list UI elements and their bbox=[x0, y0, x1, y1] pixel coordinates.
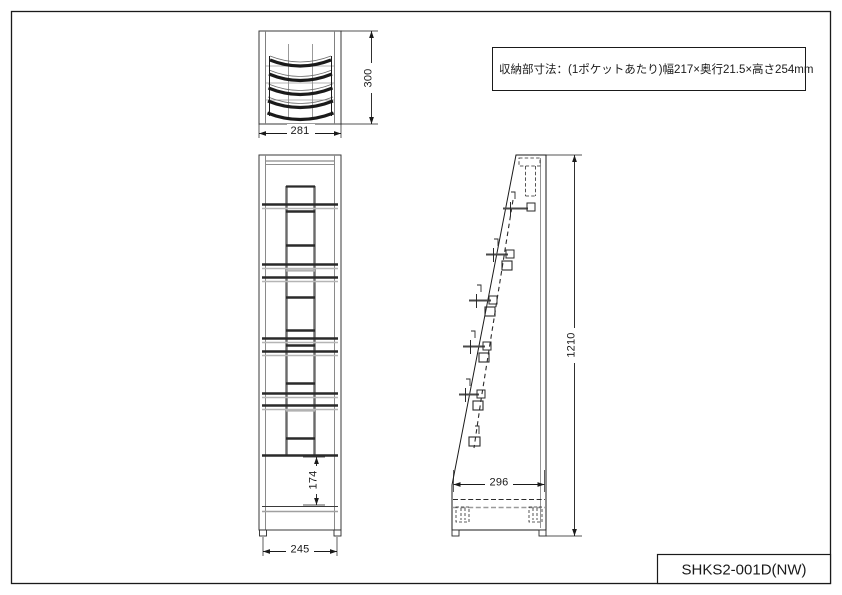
bracket-block-b bbox=[472, 400, 484, 411]
dimension-label-front-width: 245 bbox=[291, 544, 310, 556]
front-view-foot-left bbox=[259, 529, 267, 537]
dim-text-mask bbox=[287, 124, 315, 137]
side-elevation-view: 296 1210 bbox=[451, 154, 582, 537]
dimension-top-width: 281 bbox=[258, 124, 342, 138]
front-elevation-view: 174 245 bbox=[258, 154, 342, 556]
dimension-label-top-width: 281 bbox=[291, 125, 310, 137]
side-view-bracket-5 bbox=[459, 378, 486, 411]
dimension-label-side-depth: 296 bbox=[490, 477, 509, 489]
bracket-hook bbox=[477, 284, 482, 292]
dimension-label-top-depth: 300 bbox=[363, 69, 375, 88]
side-view-foot-hidden-left bbox=[455, 506, 470, 523]
bracket-hook bbox=[475, 425, 480, 434]
top-view-pocket-arc-1 bbox=[269, 58, 332, 68]
dim-text-mask bbox=[485, 475, 513, 489]
bracket-hook bbox=[471, 330, 476, 338]
dimension-front-width: 245 bbox=[262, 537, 338, 556]
bracket-block-a bbox=[476, 389, 486, 399]
bracket-hook bbox=[466, 378, 471, 386]
sheet-border bbox=[10, 10, 832, 585]
note-box: 収納部寸法：(1ポケットあたり)幅217×奥行21.5×高さ254mm bbox=[492, 47, 813, 91]
dimension-label-side-height: 1210 bbox=[566, 332, 578, 357]
arrow-left bbox=[263, 549, 270, 554]
dimension-side-depth: 296 bbox=[453, 470, 545, 492]
side-view-foot-right bbox=[538, 529, 547, 537]
bracket-block-a bbox=[505, 249, 515, 259]
bracket-hook bbox=[511, 191, 516, 199]
side-view-foot-left bbox=[451, 529, 460, 537]
side-view-outline bbox=[451, 154, 547, 531]
front-view-foot-right bbox=[333, 529, 342, 537]
top-view-pocket-arc-2 bbox=[268, 72, 333, 83]
bracket-block-b bbox=[484, 306, 496, 317]
top-view-pocket-arc-4 bbox=[267, 99, 334, 110]
arrow-bottom bbox=[314, 498, 319, 505]
side-view-bracket-6 bbox=[468, 425, 481, 447]
dim-text-mask bbox=[310, 466, 323, 494]
title-block-frame bbox=[656, 553, 832, 585]
front-view-shelves bbox=[262, 203, 338, 457]
bracket-block-a bbox=[488, 295, 498, 305]
side-view-bracket-4 bbox=[463, 330, 492, 363]
arrow-top bbox=[314, 457, 319, 464]
top-view-pocket-outline-4 bbox=[267, 96, 334, 104]
dimension-top-depth: 300 bbox=[341, 30, 379, 125]
arrow-top bbox=[572, 155, 577, 162]
side-view-foot-hidden-right bbox=[528, 506, 543, 523]
bracket-block-b bbox=[501, 260, 513, 271]
title-block: SHKS2-001D(NW) bbox=[656, 553, 832, 585]
bracket-block-a bbox=[482, 341, 492, 351]
dimension-front-lower: 174 bbox=[303, 456, 325, 506]
dimension-label-front-lower: 174 bbox=[308, 471, 320, 490]
top-view-pocket-arc-5 bbox=[266, 111, 335, 122]
side-view-bracket-3 bbox=[469, 284, 498, 317]
side-view-base-detail bbox=[451, 499, 547, 537]
side-view-bracket-1 bbox=[503, 191, 536, 216]
top-view-pocket-arcs bbox=[266, 58, 335, 122]
arrow-bottom bbox=[369, 117, 374, 124]
arrow-right bbox=[537, 482, 545, 487]
top-view-pocket-outline-3 bbox=[268, 83, 333, 91]
dim-text-mask bbox=[286, 542, 314, 556]
dimension-side-height: 1210 bbox=[546, 154, 582, 537]
arrow-left bbox=[453, 482, 461, 487]
bracket-block bbox=[526, 202, 536, 212]
top-view-outline bbox=[258, 30, 342, 125]
product-code-label: SHKS2-001D(NW) bbox=[681, 562, 806, 579]
arrow-right bbox=[330, 549, 337, 554]
side-view-top-hidden-detail bbox=[518, 157, 541, 197]
bracket-block-b bbox=[478, 352, 490, 363]
side-view-top-hidden-rect bbox=[518, 157, 541, 167]
top-view-pocket-arc-3 bbox=[267, 86, 334, 97]
top-view-pocket-outline-2 bbox=[268, 69, 333, 77]
front-view-pocket-rungs bbox=[286, 210, 315, 440]
arrow-bottom bbox=[572, 529, 577, 536]
note-box-frame bbox=[492, 47, 806, 91]
arrow-left bbox=[259, 131, 266, 136]
arrow-top bbox=[369, 31, 374, 38]
dim-text-mask bbox=[568, 328, 582, 363]
arrow-right bbox=[334, 131, 341, 136]
bracket-block bbox=[468, 436, 481, 447]
side-view-bracket-2 bbox=[486, 238, 515, 271]
dim-text-mask bbox=[365, 63, 379, 93]
top-view-pocket-outline-1 bbox=[269, 55, 332, 63]
top-view: 281 300 bbox=[258, 30, 379, 138]
side-view-shelf-centreline bbox=[473, 199, 514, 449]
bracket-hook bbox=[494, 238, 499, 246]
note-box-text: 収納部寸法：(1ポケットあたり)幅217×奥行21.5×高さ254mm bbox=[499, 62, 813, 76]
top-view-pocket-outlines bbox=[267, 55, 334, 104]
